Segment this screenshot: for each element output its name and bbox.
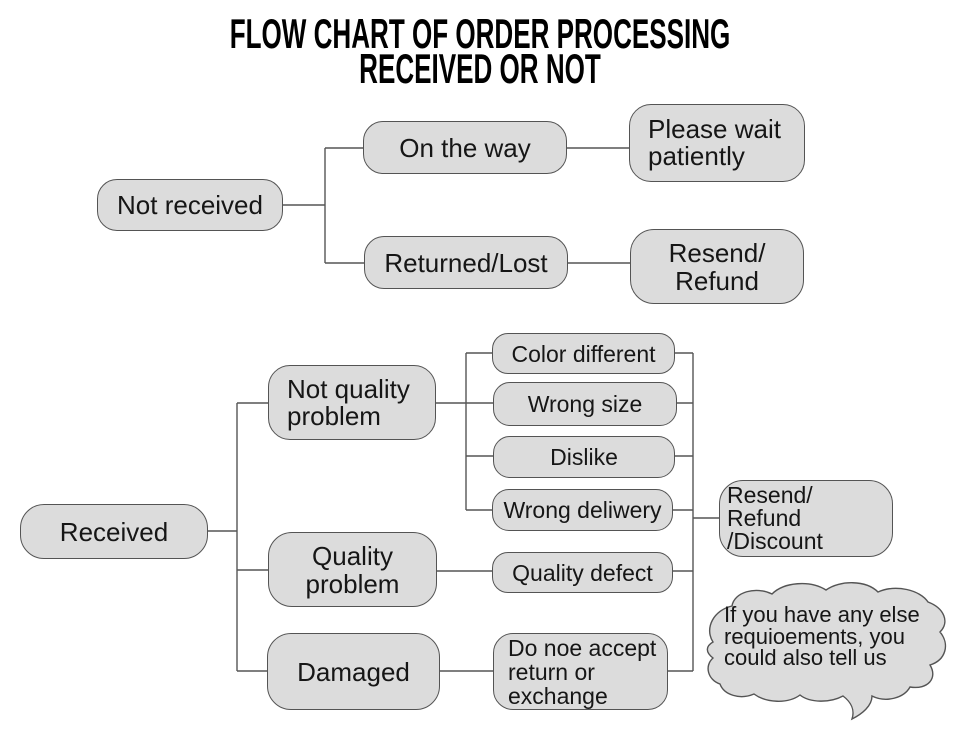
node-do-noe-accept-return-or-exchange: Do noe accept return or exchange [493, 633, 668, 710]
node-not-quality-problem: Not quality problem [268, 365, 436, 440]
node-wrong-deliwery: Wrong deliwery [492, 489, 673, 531]
page-title: FLOW CHART OF ORDER PROCESSING RECEIVED … [0, 10, 960, 92]
node-returned-lost: Returned/Lost [364, 236, 568, 289]
edges-right-bus [668, 352, 719, 672]
node-not-received: Not received [97, 179, 283, 231]
node-dislike: Dislike [493, 436, 675, 478]
node-received: Received [20, 504, 208, 559]
node-please-wait-patiently: Please wait patiently [629, 104, 805, 182]
title-line-1: FLOW CHART OF ORDER PROCESSING [229, 10, 731, 57]
speech-bubble-text: If you have any else requioements, you c… [724, 602, 920, 671]
edges-top-tree [283, 147, 630, 264]
node-resend-refund-discount: Resend/ Refund /Discount [719, 480, 893, 557]
node-color-different: Color different [492, 333, 675, 374]
edges-direct-links [437, 570, 493, 672]
edges-not-quality-tree [436, 352, 493, 511]
title-line-2: RECEIVED OR NOT [359, 45, 601, 92]
edges-received-tree [208, 402, 268, 672]
node-wrong-size: Wrong size [493, 382, 677, 426]
node-resend-refund: Resend/ Refund [630, 229, 804, 304]
node-damaged: Damaged [267, 633, 440, 710]
speech-bubble-shape [706, 582, 947, 721]
node-quality-defect: Quality defect [492, 552, 673, 593]
node-quality-problem: Quality problem [268, 532, 437, 607]
node-on-the-way: On the way [363, 121, 567, 174]
